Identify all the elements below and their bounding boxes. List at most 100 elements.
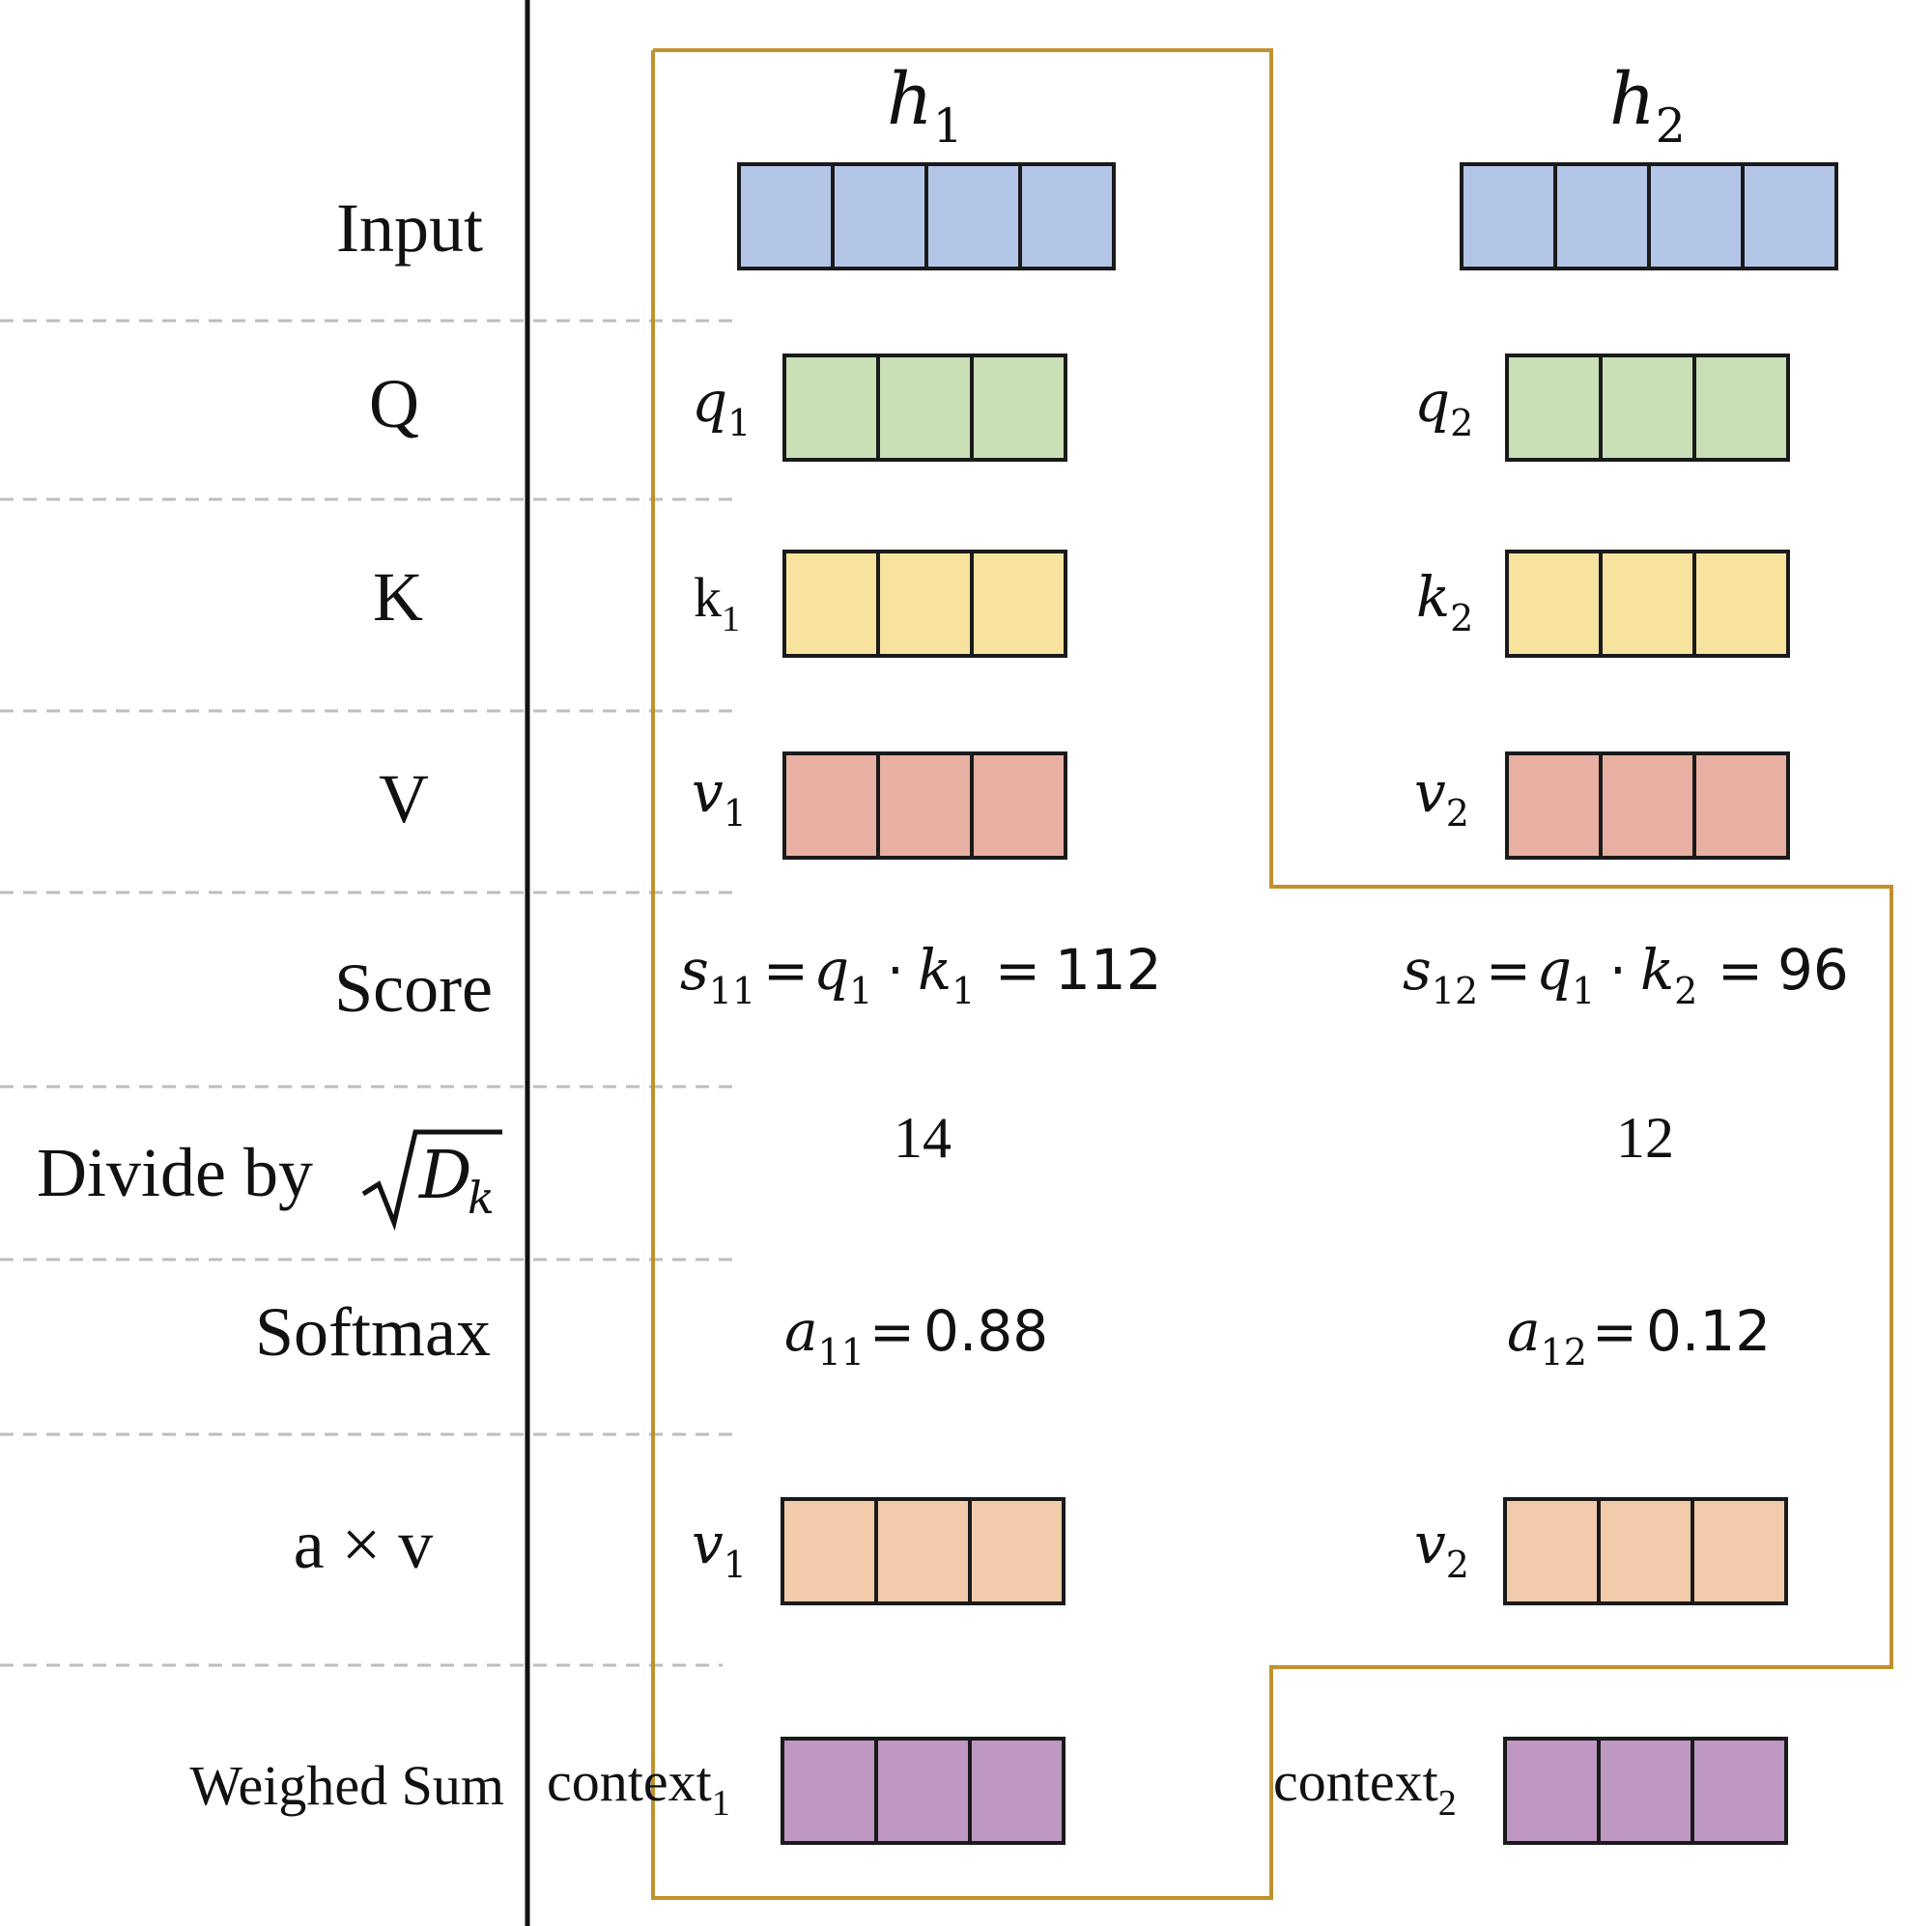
token-1-q-label-main: q xyxy=(692,369,727,435)
token-1-header-main: h xyxy=(887,58,933,141)
token-1-score-equation: s11=q1·k1=112 xyxy=(680,937,1162,1012)
equals-sign: = xyxy=(995,940,1040,1003)
token-2-v-vector-cell xyxy=(1599,751,1696,860)
row-label-weighted-sum: Weighed Sum xyxy=(189,1754,504,1817)
token-1-context-label-main: context xyxy=(547,1750,712,1813)
equals-sign: = xyxy=(1718,940,1763,1003)
token-2-header: h2 xyxy=(1609,58,1686,154)
token-2-k-label-sub: 2 xyxy=(1450,597,1473,639)
token-2-score-lhs: s12 xyxy=(1403,937,1478,1012)
dot-operator: · xyxy=(887,940,904,1003)
token-1-q-label-sub: 1 xyxy=(727,402,751,444)
token-2-k-vector-cell xyxy=(1599,550,1696,658)
token-1-k-vector-cell xyxy=(970,550,1067,658)
token-2-k-label: k2 xyxy=(1416,564,1473,639)
token-1-input-vector-cell xyxy=(737,162,835,270)
token-2-score-k-main: k xyxy=(1640,937,1674,1003)
token-1-v-label-sub: 1 xyxy=(724,792,747,835)
row-label-q: Q xyxy=(369,365,419,442)
token-2-av-vector xyxy=(1503,1497,1788,1605)
equals-sign: = xyxy=(869,1301,915,1364)
row-label-divide: Divide by D k xyxy=(37,1129,502,1232)
token-1-v-vector-cell xyxy=(782,751,880,860)
token-2-av-vector-cell xyxy=(1690,1497,1788,1605)
token-1-score-q: q1 xyxy=(813,937,872,1012)
token-2-av-vector-cell xyxy=(1503,1497,1601,1605)
token-1-k-label: k1 xyxy=(694,566,740,639)
row-label-divide-text: Divide by xyxy=(37,1134,313,1211)
token-1-score-q-sub: 1 xyxy=(849,970,872,1012)
token-1-score-q-main: q xyxy=(813,937,849,1003)
token-2-context-label-main: context xyxy=(1273,1750,1438,1813)
token-2-input-vector-cell xyxy=(1741,162,1838,270)
token-column-1: h1q1k1v1s11=q1·k1=11214a11=0.88v1context… xyxy=(547,58,1162,1845)
token-2-v-vector xyxy=(1505,751,1790,860)
token-2-score-k: k2 xyxy=(1640,937,1697,1012)
token-1-av-label: v1 xyxy=(692,1511,747,1586)
token-1-score-k: k1 xyxy=(918,937,975,1012)
token-2-q-vector-cell xyxy=(1505,354,1603,462)
token-2-q-vector-cell xyxy=(1692,354,1790,462)
equals-sign: = xyxy=(1592,1301,1637,1364)
svg-text:k: k xyxy=(468,1172,495,1224)
token-2-score-lhs-main: s xyxy=(1403,937,1432,1003)
token-2-score-equation: s12=q1·k2=96 xyxy=(1403,937,1849,1012)
token-2-q-label-sub: 2 xyxy=(1450,402,1473,444)
token-1-v-vector xyxy=(782,751,1067,860)
token-2-v-label: v2 xyxy=(1414,759,1469,835)
svg-text:D: D xyxy=(417,1138,472,1214)
token-1-k-vector xyxy=(782,550,1067,658)
token-1-av-vector-cell xyxy=(874,1497,972,1605)
token-1-header: h1 xyxy=(887,58,963,154)
token-1-v-vector-cell xyxy=(876,751,974,860)
row-separators xyxy=(0,319,739,1667)
token-2-v-label-main: v xyxy=(1414,759,1446,825)
token-1-av-vector-cell xyxy=(781,1497,878,1605)
token-1-input-vector-cell xyxy=(1018,162,1116,270)
token-1-softmax-label: a11 xyxy=(784,1298,865,1374)
token-2-q-vector xyxy=(1505,354,1790,462)
token-2-av-vector-cell xyxy=(1597,1497,1694,1605)
token-1-input-vector-cell xyxy=(924,162,1022,270)
token-2-score-q: q1 xyxy=(1536,937,1595,1012)
dot-operator: · xyxy=(1609,940,1627,1003)
token-1-input-vector xyxy=(737,162,1116,270)
token-2-softmax-label: a12 xyxy=(1507,1298,1587,1374)
token-1-q-vector-cell xyxy=(970,354,1067,462)
token-1-av-label-sub: 1 xyxy=(724,1544,747,1586)
token-1-v-vector-cell xyxy=(970,751,1067,860)
token-2-av-label: v2 xyxy=(1414,1511,1469,1586)
token-1-k-label-sub: 1 xyxy=(722,599,740,639)
token-2-context-label-sub: 2 xyxy=(1438,1783,1457,1824)
token-2-score-q-sub: 1 xyxy=(1572,970,1595,1012)
token-2-header-sub: 2 xyxy=(1656,99,1686,154)
token-2-av-label-main: v xyxy=(1414,1511,1446,1576)
token-1-score-value: 112 xyxy=(1055,937,1162,1003)
token-2-score-q-main: q xyxy=(1536,937,1572,1003)
token-1-v-label-main: v xyxy=(692,759,724,825)
token-1-attention-outline xyxy=(651,48,1893,1900)
token-2-input-vector-cell xyxy=(1460,162,1557,270)
row-label-v: V xyxy=(379,760,429,837)
token-2-v-vector-cell xyxy=(1692,751,1790,860)
row-label-divide-sub: k xyxy=(468,1172,495,1224)
row-label-score: Score xyxy=(334,949,493,1027)
equals-sign: = xyxy=(763,940,809,1003)
token-2-input-vector-cell xyxy=(1647,162,1745,270)
token-2-softmax-label-main: a xyxy=(1507,1298,1541,1364)
token-1-context-label: context1 xyxy=(547,1750,730,1824)
token-1-k-vector-cell xyxy=(876,550,974,658)
token-1-header-sub: 1 xyxy=(933,99,963,154)
row-label-softmax: Softmax xyxy=(255,1293,491,1371)
token-2-input-vector xyxy=(1460,162,1838,270)
token-1-k-label-main: k xyxy=(694,566,722,629)
token-2-context-vector-cell xyxy=(1690,1737,1788,1845)
token-1-q-vector xyxy=(782,354,1067,462)
token-1-score-lhs-sub: 11 xyxy=(709,970,755,1012)
token-1-k-vector-cell xyxy=(782,550,880,658)
token-1-score-lhs: s11 xyxy=(680,937,755,1012)
token-2-context-vector xyxy=(1503,1737,1788,1845)
token-1-score-k-main: k xyxy=(918,937,952,1003)
token-1-scaled-value: 14 xyxy=(894,1106,952,1170)
token-2-k-vector-cell xyxy=(1692,550,1790,658)
